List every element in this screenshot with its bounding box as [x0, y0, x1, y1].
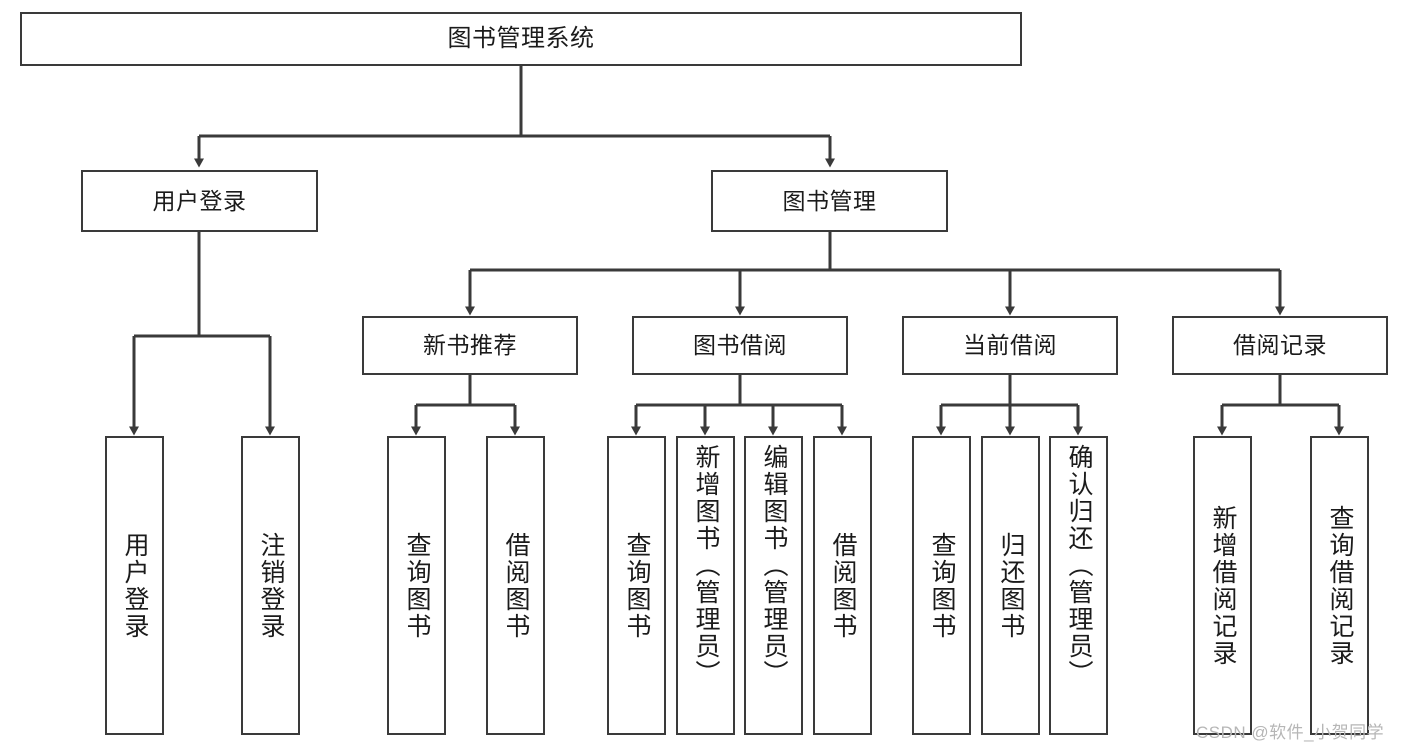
- node-label: 图书借阅: [693, 332, 787, 359]
- node-label: 归还图书: [997, 531, 1025, 640]
- leaf-current-confirm-return-admin[interactable]: 确认归还（管理员）: [1049, 436, 1108, 735]
- node-label: 借阅图书: [502, 531, 530, 640]
- node-label: 新增图书（管理员）: [692, 444, 720, 687]
- leaf-user-login-login[interactable]: 用户登录: [105, 436, 164, 735]
- node-label: 用户登录: [152, 187, 247, 214]
- node-label: 借阅图书: [829, 531, 857, 640]
- node-current-borrow[interactable]: 当前借阅: [902, 316, 1118, 375]
- node-label: 编辑图书（管理员）: [760, 444, 788, 687]
- leaf-current-return-books[interactable]: 归还图书: [981, 436, 1040, 735]
- node-user-login[interactable]: 用户登录: [81, 170, 318, 232]
- leaf-records-query-record[interactable]: 查询借阅记录: [1310, 436, 1369, 735]
- node-book-management[interactable]: 图书管理: [711, 170, 948, 232]
- node-label: 查询图书: [623, 531, 651, 640]
- node-label: 新书推荐: [423, 332, 517, 359]
- leaf-current-query-books[interactable]: 查询图书: [912, 436, 971, 735]
- node-label: 用户登录: [121, 531, 149, 640]
- leaf-user-login-logout[interactable]: 注销登录: [241, 436, 300, 735]
- node-label: 注销登录: [257, 531, 285, 640]
- node-book-borrow[interactable]: 图书借阅: [632, 316, 848, 375]
- node-label: 图书管理系统: [447, 25, 595, 53]
- node-label: 查询图书: [403, 531, 431, 640]
- leaf-borrow-edit-book-admin[interactable]: 编辑图书（管理员）: [744, 436, 803, 735]
- node-new-book-recommend[interactable]: 新书推荐: [362, 316, 578, 375]
- leaf-borrow-borrow-books[interactable]: 借阅图书: [813, 436, 872, 735]
- node-label: 图书管理: [782, 187, 877, 214]
- leaf-records-add-record[interactable]: 新增借阅记录: [1193, 436, 1252, 735]
- node-label: 当前借阅: [963, 332, 1057, 359]
- node-label: 确认归还（管理员）: [1065, 444, 1093, 687]
- csdn-watermark: CSDN @软件_小贺同学: [1196, 723, 1385, 742]
- node-root-library-system[interactable]: 图书管理系统: [20, 12, 1022, 66]
- node-label: 查询借阅记录: [1326, 504, 1354, 667]
- node-label: 新增借阅记录: [1209, 504, 1237, 667]
- leaf-newbook-borrow-books[interactable]: 借阅图书: [486, 436, 545, 735]
- node-label: 查询图书: [928, 531, 956, 640]
- node-label: 借阅记录: [1233, 332, 1327, 359]
- leaf-borrow-add-book-admin[interactable]: 新增图书（管理员）: [676, 436, 735, 735]
- node-borrow-records[interactable]: 借阅记录: [1172, 316, 1388, 375]
- leaf-borrow-query-books[interactable]: 查询图书: [607, 436, 666, 735]
- leaf-newbook-query-books[interactable]: 查询图书: [387, 436, 446, 735]
